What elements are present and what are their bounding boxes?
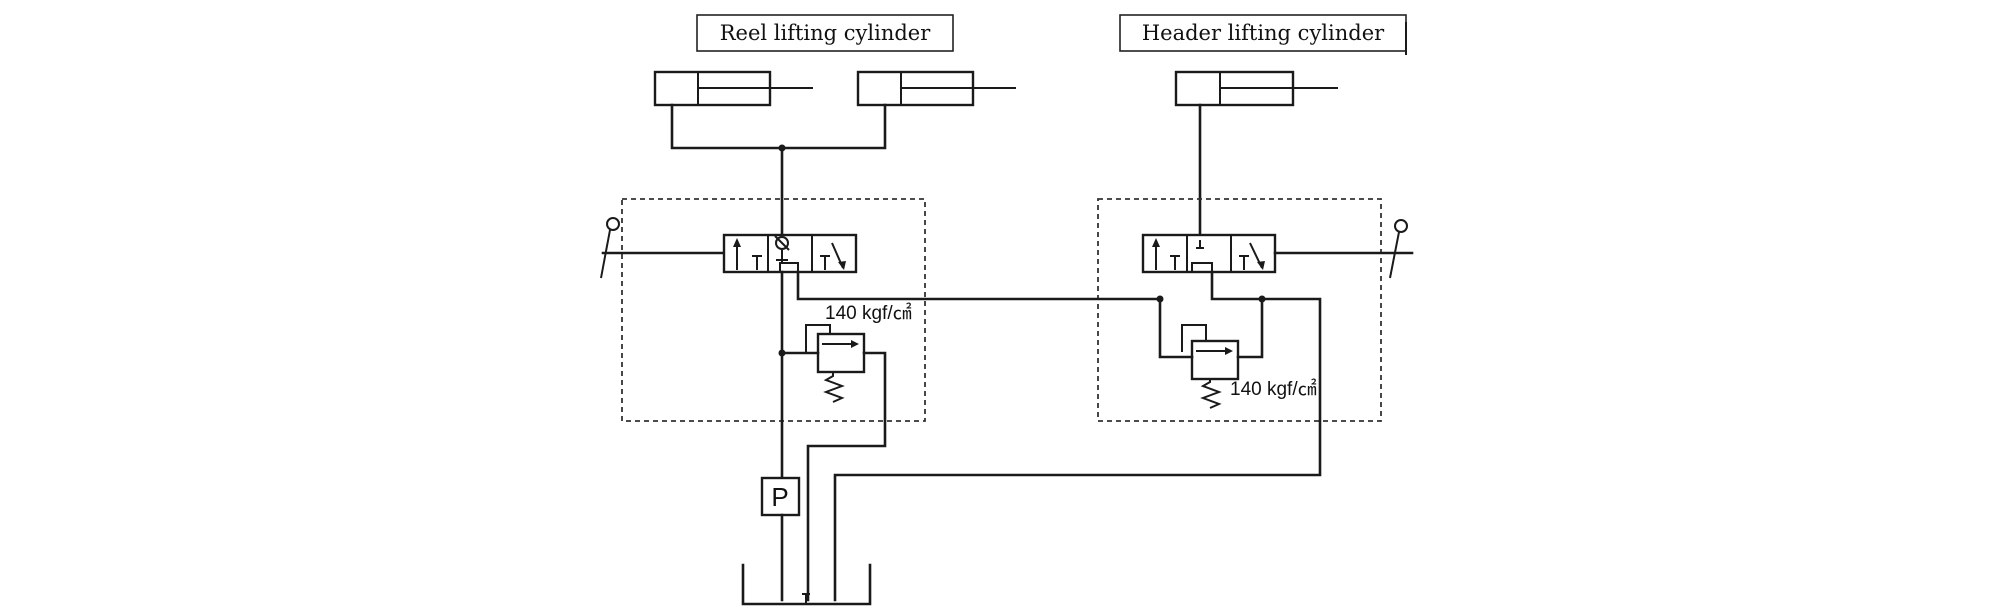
reel-feed-lines — [670, 103, 887, 235]
inter-valve-line — [796, 270, 1162, 301]
reel-lifting-cylinder-label: Reel lifting cylinder — [696, 14, 954, 52]
header-title-text: Header lifting cylinder — [1142, 21, 1385, 45]
header-lifting-cylinder-label: Header lifting cylinder — [1119, 14, 1407, 55]
left-valve-housing — [621, 198, 926, 422]
left-relief-pressure: 140 kgf/㎠ — [825, 301, 912, 324]
left-directional-valve — [600, 217, 858, 279]
check-valve-icon — [775, 236, 789, 250]
right-valve-lever-icon — [1394, 219, 1408, 233]
reel-cylinder-left — [653, 70, 813, 107]
pump-label: P — [771, 482, 788, 512]
header-cylinder — [1174, 70, 1338, 107]
left-valve-lever-icon — [606, 217, 620, 231]
reel-cylinder-right — [856, 70, 1016, 107]
reel-title-text: Reel lifting cylinder — [720, 21, 932, 45]
right-relief-pressure: 140 kgf/㎠ — [1230, 377, 1317, 400]
right-directional-valve — [1141, 219, 1414, 279]
left-relief-valve: 140 kgf/㎠ — [778, 301, 912, 602]
right-relief-valve: 140 kgf/㎠ — [833, 270, 1322, 602]
reservoir-tank — [741, 563, 872, 606]
pump: P — [760, 476, 801, 602]
